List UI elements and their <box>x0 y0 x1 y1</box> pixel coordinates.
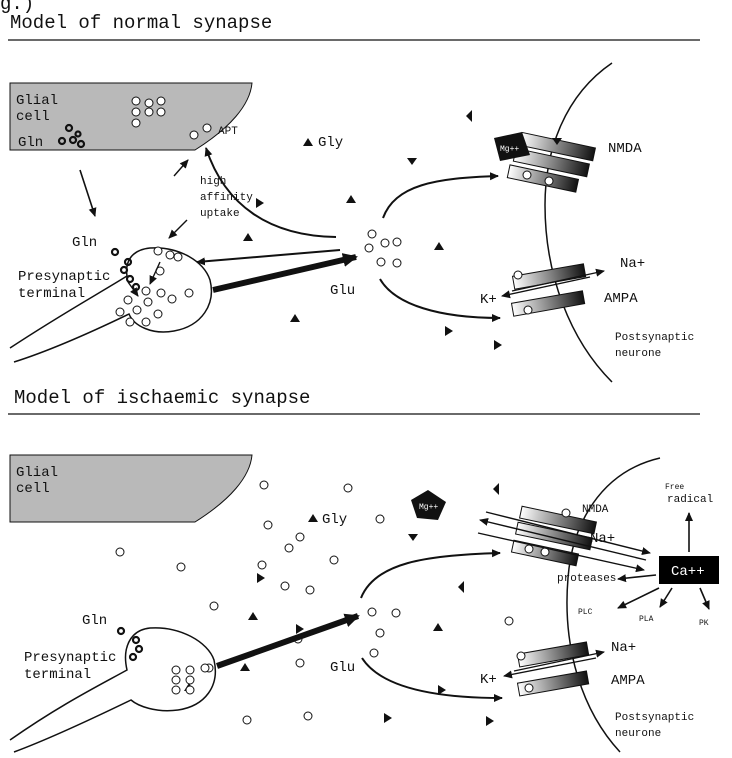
ischaemic-title: Model of ischaemic synapse <box>14 387 310 409</box>
ischaemic-glial-label-2: cell <box>16 481 50 497</box>
ischaemic-postsynaptic-membrane <box>567 458 660 752</box>
normal-glu-label: Glu <box>330 283 355 299</box>
ischaemic-nmda-receptor <box>478 506 650 570</box>
normal-gly-group: Gly <box>303 135 343 151</box>
ischaemic-free-radical-2: radical <box>667 494 713 506</box>
ischaemic-arrow-pla <box>660 588 672 607</box>
normal-arrow-to-terminal <box>197 250 340 262</box>
normal-cleft-glu-vesicles <box>365 230 401 267</box>
normal-presynaptic-1: Presynaptic <box>18 269 110 285</box>
ischaemic-gly-label: Gly <box>322 512 347 528</box>
normal-postsynaptic-membrane <box>545 63 612 382</box>
ischaemic-postsynaptic-1: Postsynaptic <box>615 712 694 724</box>
normal-glial-label-2: cell <box>16 109 50 125</box>
ischaemic-presynaptic-1: Presynaptic <box>24 650 116 666</box>
normal-presynaptic-2: terminal <box>18 286 85 302</box>
ischaemic-na-ampa-label: Na+ <box>611 640 636 656</box>
normal-postsynaptic-2: neurone <box>615 348 661 360</box>
ischaemic-nmda-label: NMDA <box>582 504 609 516</box>
normal-arrow-uptake-down <box>169 220 187 238</box>
ischaemic-k-label: K+ <box>480 672 497 688</box>
normal-arrow-glu-to-nmda <box>383 176 498 218</box>
ischaemic-arrow-release <box>217 616 358 666</box>
normal-terminal-gln-dots <box>112 249 139 290</box>
normal-mg-label: Mg++ <box>500 145 519 154</box>
normal-nmda-label: NMDA <box>608 141 642 157</box>
ischaemic-ampa-receptor <box>504 642 604 696</box>
normal-title: Model of normal synapse <box>10 12 272 34</box>
normal-ampa-receptor <box>502 264 604 316</box>
ischaemic-presynaptic-2: terminal <box>24 667 91 683</box>
ischaemic-terminal-vesicles <box>172 664 209 694</box>
normal-glial-label-1: Glial <box>16 93 58 109</box>
ischaemic-arrow-glu-to-nmda <box>361 553 500 598</box>
ischaemic-gln-label: Gln <box>82 613 107 629</box>
ischaemic-terminal-gln-dots <box>118 628 142 660</box>
normal-gln-label: Gln <box>72 235 97 251</box>
ischaemic-pla-label: PLA <box>639 615 654 624</box>
normal-presynaptic-terminal <box>10 248 211 362</box>
normal-k-label: K+ <box>480 292 497 308</box>
ischaemic-gly-group: Gly <box>308 512 347 528</box>
ischaemic-proteases-label: proteases <box>557 573 616 585</box>
normal-ampa-label: AMPA <box>604 291 638 307</box>
ischaemic-arrow-pk <box>700 588 709 609</box>
ischaemic-ca-label: Ca++ <box>671 564 705 580</box>
normal-nmda-receptor: Mg++ <box>494 132 595 192</box>
normal-na-label: Na+ <box>620 256 645 272</box>
ischaemic-presynaptic-terminal <box>10 628 215 752</box>
normal-gly-triangle <box>303 138 313 146</box>
ischaemic-gly-triangle <box>308 514 318 522</box>
ischaemic-postsynaptic-2: neurone <box>615 728 661 740</box>
normal-uptake-2: affinity <box>200 192 253 204</box>
ischaemic-plc-label: PLC <box>578 608 593 617</box>
ischaemic-arrow-plc <box>618 588 659 608</box>
normal-gln-in-glia: Gln <box>18 135 43 151</box>
ischaemic-mg-label: Mg++ <box>419 503 438 512</box>
ischaemic-na-nmda-label: Na+ <box>590 531 615 547</box>
ischaemic-arrow-proteases <box>618 575 656 579</box>
ischaemic-synapse-panel: Model of ischaemic synapse Glial cell Gl… <box>8 387 719 752</box>
normal-uptake-3: uptake <box>200 208 240 220</box>
ischaemic-free-radical-1: Free <box>665 483 684 492</box>
normal-arrow-glia-to-gln <box>80 170 95 216</box>
ischaemic-free-mg: Mg++ <box>411 490 446 520</box>
ischaemic-glial-label-1: Glial <box>16 465 58 481</box>
normal-gly-label: Gly <box>318 135 343 151</box>
normal-synapse-panel: Model of normal synapse Glial cell Gln A… <box>8 12 700 382</box>
normal-arrow-uptake-up <box>174 160 188 176</box>
ischaemic-pk-label: PK <box>699 619 709 628</box>
normal-postsynaptic-1: Postsynaptic <box>615 332 694 344</box>
ischaemic-ampa-label: AMPA <box>611 673 645 689</box>
normal-apt-label: APT <box>218 126 238 138</box>
ischaemic-glu-label: Glu <box>330 660 355 676</box>
